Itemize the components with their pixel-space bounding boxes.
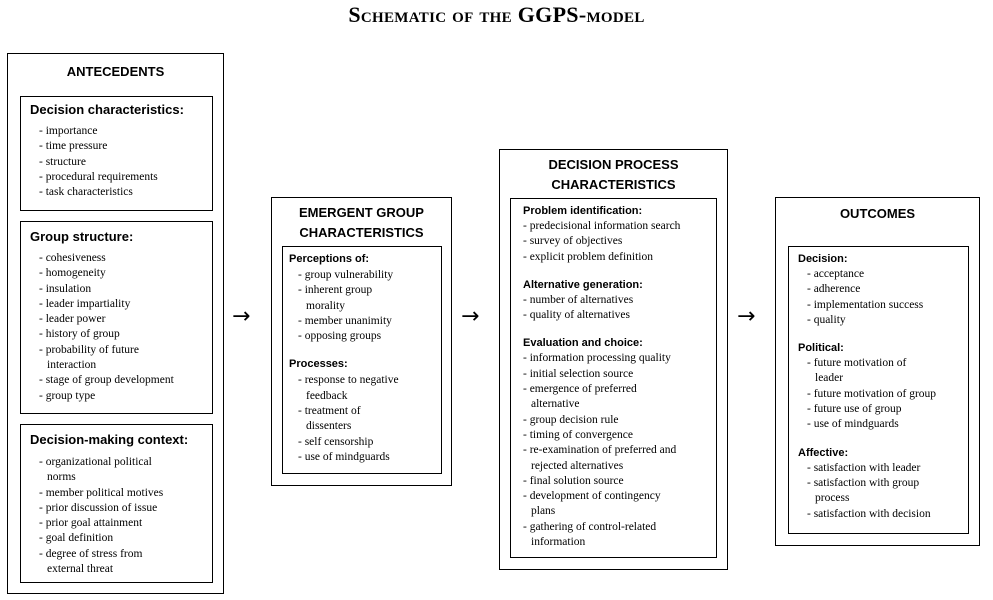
list-item: - cohesiveness	[39, 252, 106, 264]
list-item: - use of mindguards	[298, 450, 390, 463]
decision-making-context-box: Decision-making context: - organizationa…	[20, 424, 213, 583]
arrow-process-to-outcomes: →	[737, 304, 756, 329]
list-item: - acceptance	[807, 268, 865, 280]
list-item: - survey of objectives	[523, 235, 623, 248]
list-item: - task characteristics	[39, 186, 133, 199]
diagram-title: Schematic of the GGPS-model	[348, 2, 645, 27]
decision-characteristics-box: Decision characteristics: - importance- …	[20, 96, 213, 211]
list-item: - timing of convergence	[523, 428, 633, 441]
emergent-heading-line2: CHARACTERISTICS	[299, 225, 424, 240]
list-item: - time pressure	[39, 140, 108, 153]
list-item: - satisfaction with decision	[807, 507, 931, 520]
list-item: - self censorship	[298, 435, 374, 448]
list-item: - prior goal attainment	[39, 517, 143, 530]
outcomes-box: OUTCOMES Decision: - acceptance - adheren…	[775, 197, 980, 546]
list-item: - goal definition	[39, 532, 114, 545]
group-structure-box: Group structure: - cohesiveness - homogen…	[20, 221, 213, 414]
problem-identification-list: - predecisional information search - surv…	[523, 219, 712, 265]
list-item: - use of mindguards	[807, 418, 899, 431]
group-structure-title: Group structure:	[30, 229, 134, 244]
affective-outcomes-title: Affective:	[798, 446, 849, 459]
list-item: - insulation	[39, 282, 92, 295]
alternative-generation-list: - number of alternatives - quality of alt…	[523, 293, 712, 324]
list-item: - history of group	[39, 328, 120, 341]
antecedents-heading: ANTECEDENTS	[66, 64, 165, 79]
list-item: - adherence	[807, 283, 861, 296]
outcomes-inner-box: Decision: - acceptance - adherence - imple…	[788, 246, 969, 534]
list-item: - leader impartiality	[39, 297, 131, 310]
emergent-inner-box: Perceptions of: - group vulnerability - i…	[282, 246, 442, 474]
antecedents-box: ANTECEDENTS Decision characteristics: - …	[7, 53, 224, 594]
list-item: - future motivation of group	[807, 387, 937, 400]
list-item: - group decision rule	[523, 413, 619, 426]
decision-making-context-title: Decision-making context:	[30, 432, 189, 447]
decision-characteristics-list: - importance - time pressure - structure - …	[30, 124, 208, 200]
list-item: - implementation success	[807, 298, 924, 311]
list-item: - group type	[39, 389, 96, 402]
arrow-emergent-to-process: →	[461, 304, 480, 329]
list-item: - group vulnerability	[298, 269, 394, 281]
arrow-antecedents-to-emergent: →	[232, 304, 251, 329]
outcomes-heading: OUTCOMES	[839, 206, 916, 221]
list-item: - structure	[39, 155, 86, 168]
list-item: - member political motives	[39, 486, 164, 499]
list-item: - explicit problem definition	[523, 250, 653, 263]
decision-process-heading-line1: DECISION PROCESS	[548, 157, 679, 172]
list-item: - homogeneity	[39, 267, 106, 280]
affective-outcomes-list: - satisfaction with leader - satisfaction…	[798, 461, 964, 522]
list-item: - importance	[39, 125, 98, 137]
emergent-heading-line1: EMERGENT GROUP	[299, 205, 424, 220]
list-item: - final solution source	[523, 474, 624, 487]
list-item: - quality	[807, 313, 846, 326]
list-item: - number of alternatives	[523, 293, 634, 306]
processes-title: Processes:	[289, 358, 348, 371]
list-item: - procedural requirements	[39, 170, 158, 183]
perceptions-title: Perceptions of:	[289, 253, 370, 265]
decision-process-heading-line2: CHARACTERISTICS	[551, 177, 676, 192]
decision-characteristics-title: Decision characteristics:	[30, 102, 184, 117]
list-item: - quality of alternatives	[523, 309, 630, 322]
list-item: - member unanimity	[298, 314, 392, 327]
alternative-generation-title: Alternative generation:	[523, 278, 643, 291]
evaluation-and-choice-list: - information processing quality - initia…	[523, 351, 712, 550]
list-item: - information processing quality	[523, 352, 671, 365]
list-item: - opposing groups	[298, 330, 382, 343]
list-item: - prior discussion of issue	[39, 501, 158, 514]
emergent-box: EMERGENT GROUP CHARACTERISTICS Perceptio…	[271, 197, 452, 486]
list-item: - leader power	[39, 313, 106, 326]
list-item: - predecisional information search	[523, 220, 681, 232]
list-item: - satisfaction with leader	[807, 461, 921, 474]
problem-identification-title: Problem identification:	[523, 205, 643, 217]
list-item: - initial selection source	[523, 367, 634, 380]
political-outcomes-title: Political:	[798, 342, 844, 355]
list-item: - future use of group	[807, 403, 902, 416]
decision-outcomes-title: Decision:	[798, 253, 848, 265]
evaluation-and-choice-title: Evaluation and choice:	[523, 337, 643, 350]
decision-process-inner-box: Problem identification: - predecisional …	[510, 198, 717, 558]
group-structure-list: - cohesiveness - homogeneity - insulation -…	[30, 251, 208, 404]
decision-process-box: DECISION PROCESS CHARACTERISTICS Problem…	[499, 149, 728, 570]
decision-outcomes-list: - acceptance - adherence - implementation …	[798, 267, 964, 328]
list-item: - stage of group development	[39, 374, 174, 387]
